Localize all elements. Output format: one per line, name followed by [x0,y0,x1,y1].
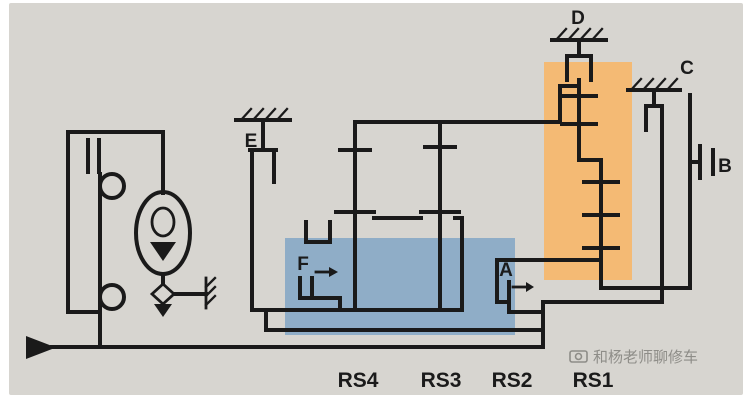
clutch-a-linework [495,258,603,314]
gearset-rs1-linework [560,78,620,290]
brake-d-linework [565,38,593,82]
clutch-b-label: B [718,156,732,177]
clutch-b: B [599,93,732,290]
input-arrow-icon [26,336,56,359]
brake-e-label: E [245,131,258,152]
brake-d-ground-hatch [554,27,604,42]
brake-e: E [234,107,292,312]
one-way-clutch-arrow [154,304,172,317]
left-linework [66,130,208,349]
gear-train-linework [250,84,581,332]
diagram-background [9,3,743,395]
camera-icon-lens [574,352,583,361]
converter-housing [134,190,192,276]
one-way-clutch-ground-hatch [204,276,217,307]
clutch-a-arrow-icon [526,282,534,292]
brake-c-ground-hatch [629,77,679,92]
clutch-f-linework [298,220,342,312]
gearsets-rs4-rs3 [250,84,581,332]
clutch-f: F [297,220,342,312]
clutch-a-label: A [499,260,513,281]
brake-e-ground-hatch [239,107,289,122]
caption-rs3: RS3 [421,369,462,392]
caption-rs4: RS4 [338,369,379,392]
brake-d: D [550,8,608,82]
watermark-text: 和杨老师聊修车 [593,349,698,366]
gearset-captions: RS4 RS3 RS2 RS1 [338,369,614,392]
brake-c-linework [541,88,664,349]
shaft-roller-bottom [98,283,126,311]
watermark: 和杨老师聊修车 [569,349,698,366]
torque-converter-assembly [66,130,217,349]
highlight-rs4-rs2-region [285,238,515,335]
camera-icon [569,350,588,363]
clutch-f-arrow-icon [329,267,338,277]
caption-rs2: RS2 [492,369,533,392]
clutch-a: A [495,258,603,314]
camera-icon-body [569,350,588,363]
shaft-roller-top [98,172,126,200]
input-shaft [26,336,545,359]
brake-c-label: C [680,58,694,79]
brake-e-linework [248,118,278,312]
gearset-rs1 [560,78,620,290]
converter-turbine [150,206,176,238]
converter-pump-wedge [150,242,176,261]
clutch-b-linework [599,93,715,290]
brake-d-label: D [571,8,585,29]
brake-c: C [541,58,694,349]
caption-rs1: RS1 [573,369,614,392]
clutch-f-label: F [297,254,309,275]
